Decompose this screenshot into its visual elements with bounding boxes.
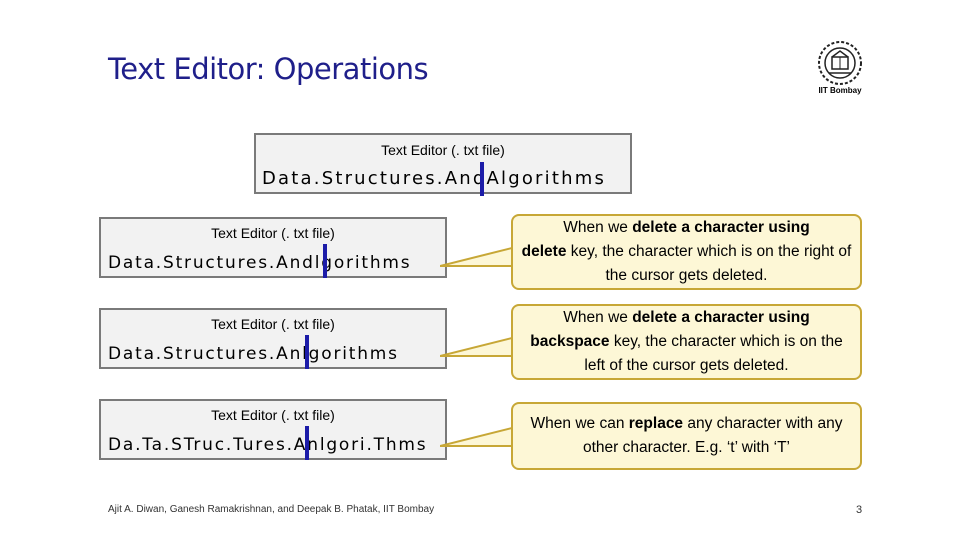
editor-content[interactable]: Data.Structures.Anlgorithms xyxy=(108,344,399,364)
institution-logo: IIT Bombay xyxy=(812,40,868,106)
editor-title: Text Editor (. txt file) xyxy=(211,407,335,423)
institution-name: IIT Bombay xyxy=(818,86,862,95)
example-editor-backspace: Text Editor (. txt file) Data.Structures… xyxy=(99,308,447,369)
slide-title: Text Editor: Operations xyxy=(108,52,429,86)
text-after-cursor: Algorithms xyxy=(486,168,607,189)
callout-text: When we delete a character using delete … xyxy=(521,219,852,284)
text-after-cursor: lgorithms xyxy=(302,344,399,364)
callout-pointer xyxy=(440,334,520,357)
page-number: 3 xyxy=(856,504,863,516)
text-before-cursor: Data.Structures.And xyxy=(262,168,487,189)
text-after-cursor: lgorithms xyxy=(314,253,412,273)
example-editor-delete: Text Editor (. txt file) Data.Structures… xyxy=(99,217,447,278)
text-cursor xyxy=(480,162,484,196)
text-cursor xyxy=(323,244,327,278)
callout-delete-key: When we delete a character using delete … xyxy=(511,214,862,290)
callout-text: When we delete a character using backspa… xyxy=(530,309,843,374)
example-editor-replace: Text Editor (. txt file) Da.Ta.STruc.Tur… xyxy=(99,399,447,460)
callout-pointer xyxy=(440,424,520,447)
text-before-cursor: Da.Ta.STruc.Tures.An xyxy=(108,435,320,455)
editor-title: Text Editor (. txt file) xyxy=(381,142,505,158)
callout-pointer xyxy=(440,244,520,267)
editor-content[interactable]: Data.Structures.AndAlgorithms xyxy=(262,168,606,189)
callout-text: When we can replace any character with a… xyxy=(530,415,843,456)
iit-bombay-emblem-icon xyxy=(818,41,862,85)
top-editor-window: Text Editor (. txt file) Data.Structures… xyxy=(254,133,632,196)
text-before-cursor: Data.Structures.And xyxy=(108,253,315,273)
editor-title: Text Editor (. txt file) xyxy=(211,316,335,332)
text-cursor xyxy=(305,426,309,460)
text-before-cursor: Data.Structures.An xyxy=(108,344,303,364)
editor-content[interactable]: Da.Ta.STruc.Tures.Anlgori.Thms xyxy=(108,435,427,455)
callout-replace: When we can replace any character with a… xyxy=(511,402,862,470)
text-cursor xyxy=(305,335,309,369)
callout-backspace-key: When we delete a character using backspa… xyxy=(511,304,862,380)
text-after-cursor: lgori.Thms xyxy=(319,435,428,455)
slide-footer: Ajit A. Diwan, Ganesh Ramakrishnan, and … xyxy=(108,504,435,515)
editor-title: Text Editor (. txt file) xyxy=(211,225,335,241)
editor-content[interactable]: Data.Structures.Andlgorithms xyxy=(108,253,411,273)
